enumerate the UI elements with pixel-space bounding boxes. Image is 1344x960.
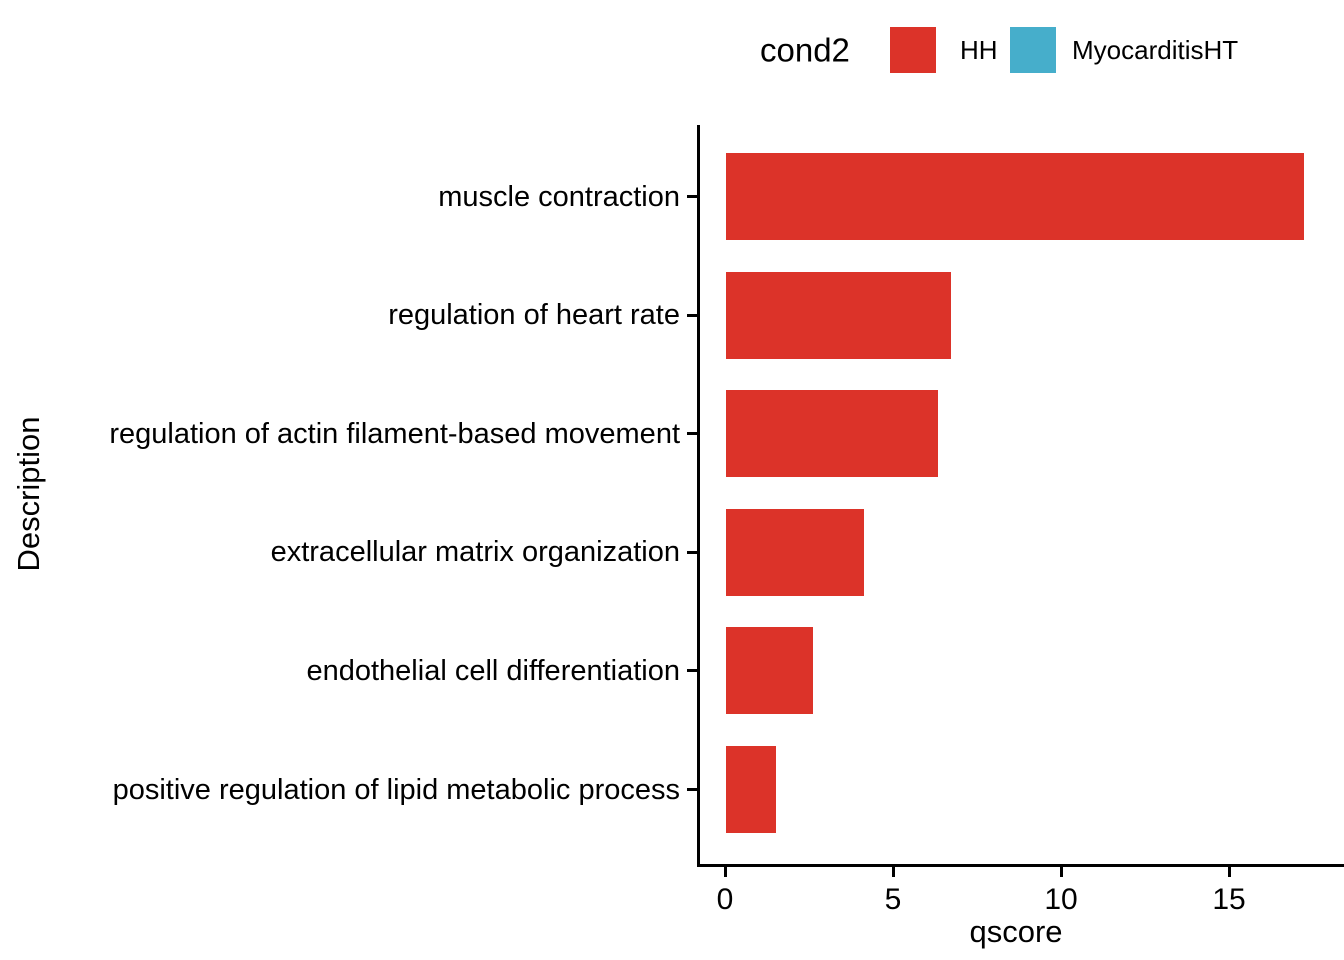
legend-label-myocarditisht: MyocarditisHT: [1072, 35, 1239, 65]
y-tick-mark: [687, 195, 697, 198]
x-axis-title: qscore: [969, 914, 1063, 949]
legend-title: cond2: [760, 31, 850, 69]
x-tick-mark: [723, 867, 727, 877]
x-tick-mark: [891, 867, 895, 877]
legend-swatch-myocarditisht: [1010, 27, 1056, 73]
x-tick-label: 15: [1212, 883, 1246, 916]
category-label: regulation of heart rate: [388, 298, 680, 331]
legend-swatch-hh: [890, 27, 936, 73]
bar: [726, 508, 864, 596]
bar: [726, 271, 951, 359]
y-axis-line: [697, 125, 700, 867]
y-tick-mark: [687, 788, 697, 791]
x-tick-label: 0: [716, 883, 734, 916]
y-tick-mark: [687, 432, 697, 436]
x-axis-line: [697, 864, 1344, 867]
bar: [726, 153, 1304, 240]
bar: [726, 390, 938, 478]
category-label: extracellular matrix organization: [270, 536, 680, 569]
bar: [726, 627, 813, 715]
x-tick-mark: [1059, 867, 1063, 877]
y-tick-mark: [687, 669, 697, 673]
category-label: positive regulation of lipid metabolic p…: [112, 773, 680, 806]
x-tick-mark: [1227, 867, 1231, 877]
x-tick-label: 5: [884, 883, 902, 916]
category-label: regulation of actin filament-based movem…: [109, 417, 680, 450]
category-label: endothelial cell differentiation: [306, 654, 680, 687]
x-tick-label: 10: [1044, 883, 1078, 916]
category-label: muscle contraction: [438, 180, 680, 213]
y-tick-mark: [687, 550, 697, 554]
y-tick-mark: [687, 313, 697, 317]
bar: [726, 746, 776, 833]
legend-label-hh: HH: [960, 35, 998, 65]
